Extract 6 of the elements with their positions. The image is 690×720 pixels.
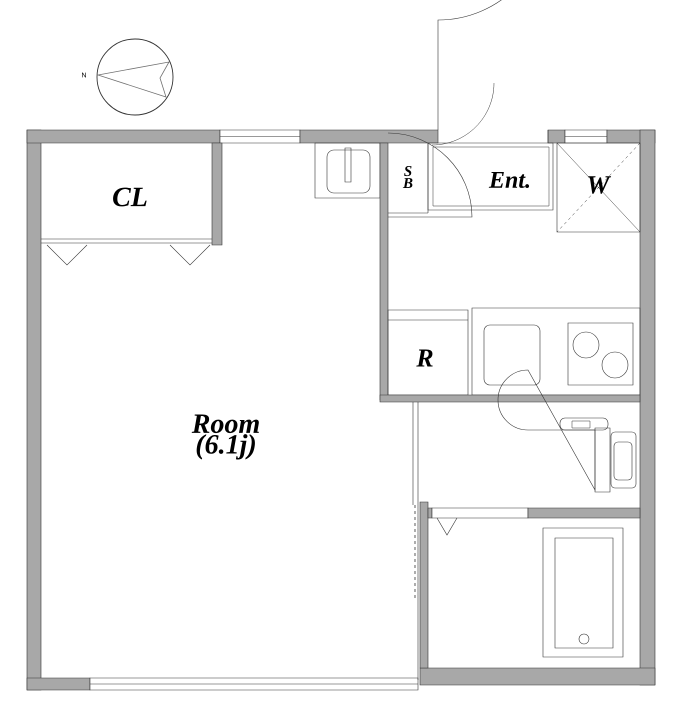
room-label: R (416, 349, 433, 367)
room-label: W (588, 176, 612, 194)
room-label: S B (402, 166, 412, 188)
room-label: CL (113, 188, 147, 206)
room-label: Ent. (488, 172, 530, 188)
room-label: Room (6.1j) (192, 414, 259, 460)
